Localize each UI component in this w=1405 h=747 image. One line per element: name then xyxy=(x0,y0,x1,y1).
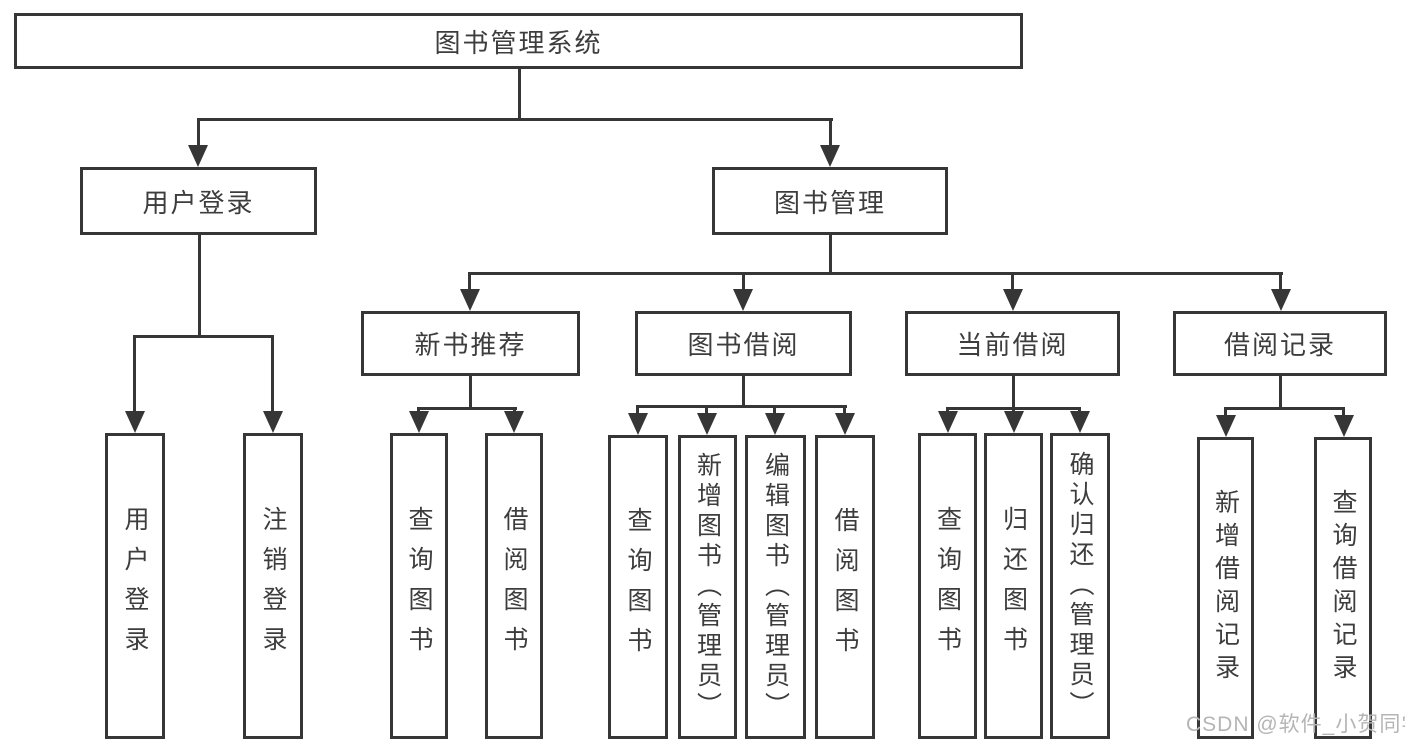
arrowhead-down xyxy=(504,411,524,433)
node-add-borrow-record: 新增借阅记录 xyxy=(1197,437,1254,739)
connector xyxy=(198,234,201,335)
connector xyxy=(1012,376,1015,409)
node-current-borrowing: 当前借阅 xyxy=(905,311,1120,376)
connector xyxy=(636,405,639,414)
connector xyxy=(1078,407,1081,414)
arrowhead-down xyxy=(733,289,753,311)
connector xyxy=(468,272,471,292)
node-borrow-records: 借阅记录 xyxy=(1173,311,1387,376)
connector xyxy=(742,272,745,292)
arrowhead-down xyxy=(125,411,145,433)
node-user-login: 用户登录 xyxy=(80,167,317,235)
arrowhead-down xyxy=(1216,415,1236,437)
connector xyxy=(773,405,776,414)
node-return-books: 归还图书 xyxy=(984,433,1043,739)
connector xyxy=(1012,407,1015,414)
connector xyxy=(946,407,949,414)
connector xyxy=(829,118,832,148)
arrowhead-down xyxy=(1004,411,1024,433)
node-query-books-borrowing: 查询图书 xyxy=(608,435,668,739)
node-query-borrow-record: 查询借阅记录 xyxy=(1314,437,1372,739)
connector xyxy=(1279,272,1282,292)
connector xyxy=(1224,407,1227,416)
node-borrow-books-recommend: 借阅图书 xyxy=(485,433,543,739)
connector xyxy=(133,335,274,338)
arrowhead-down xyxy=(938,411,958,433)
node-new-book-recommend: 新书推荐 xyxy=(361,311,580,376)
connector xyxy=(636,405,847,408)
connector xyxy=(843,405,846,414)
arrowhead-down xyxy=(263,411,283,433)
arrowhead-down xyxy=(188,145,208,167)
node-borrow-books-action: 借阅图书 xyxy=(815,435,875,739)
connector xyxy=(742,376,745,407)
connector xyxy=(271,335,274,415)
node-add-books-admin: 新增图书（管理员） xyxy=(678,435,737,739)
node-book-borrowing: 图书借阅 xyxy=(635,311,852,376)
connector xyxy=(1279,376,1282,409)
node-confirm-return-admin: 确认归还（管理员） xyxy=(1050,433,1110,739)
connector xyxy=(417,407,420,414)
node-library-management-system: 图书管理系统 xyxy=(14,13,1023,69)
connector xyxy=(468,272,1283,275)
arrowhead-down xyxy=(1003,289,1023,311)
node-book-management: 图书管理 xyxy=(712,167,948,235)
arrowhead-down xyxy=(409,411,429,433)
node-logout: 注销登录 xyxy=(243,433,303,739)
connector xyxy=(1011,272,1014,292)
connector xyxy=(705,405,708,414)
connector xyxy=(1224,407,1345,410)
connector xyxy=(513,407,516,414)
arrowhead-down xyxy=(820,145,840,167)
connector xyxy=(1342,407,1345,416)
connector xyxy=(417,407,517,410)
connector xyxy=(518,69,521,120)
arrowhead-down xyxy=(765,413,785,435)
arrowhead-down xyxy=(835,413,855,435)
arrowhead-down xyxy=(1334,415,1354,437)
arrowhead-down xyxy=(1271,289,1291,311)
node-edit-books-admin: 编辑图书（管理员） xyxy=(745,435,806,739)
node-user-login-action: 用户登录 xyxy=(105,433,165,739)
arrowhead-down xyxy=(697,413,717,435)
connector xyxy=(133,335,136,415)
node-query-books-recommend: 查询图书 xyxy=(390,433,448,739)
connector xyxy=(197,118,833,121)
node-query-books-current: 查询图书 xyxy=(918,433,977,739)
arrowhead-down xyxy=(1070,411,1090,433)
arrowhead-down xyxy=(628,413,648,435)
connector xyxy=(829,234,832,273)
csdn-watermark: CSDN @软件_小贺同学 xyxy=(1186,713,1405,736)
arrowhead-down xyxy=(460,289,480,311)
connector xyxy=(197,118,200,148)
connector xyxy=(469,376,472,409)
